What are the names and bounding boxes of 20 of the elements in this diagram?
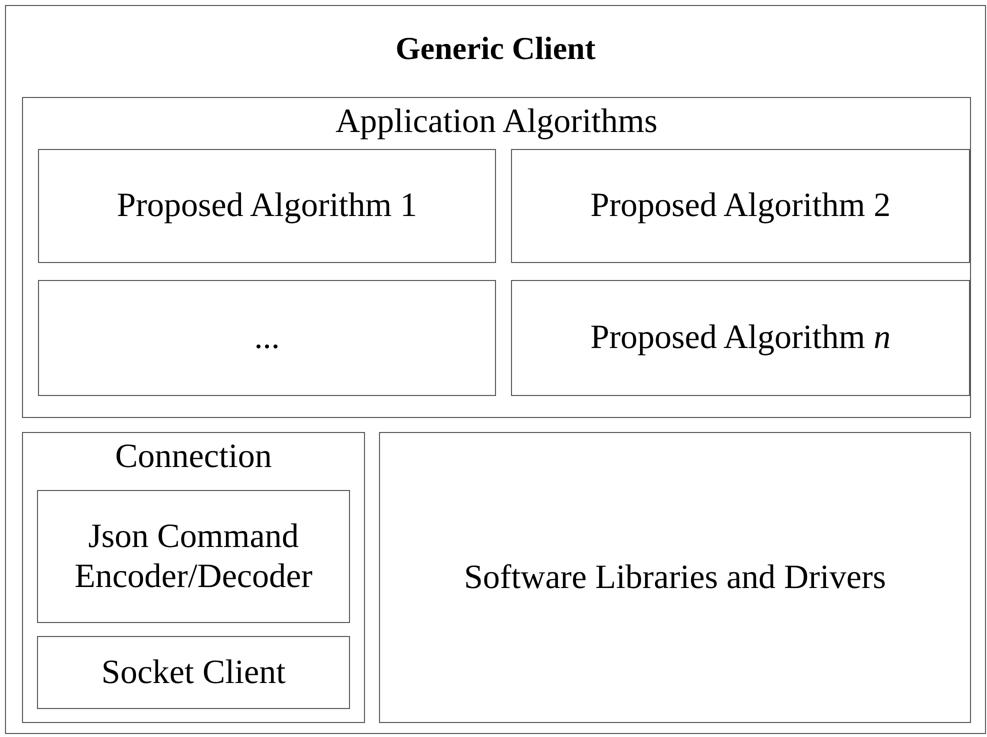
box-label: Proposed Algorithm 2 [590, 186, 891, 226]
component-box [37, 490, 350, 623]
component-box [37, 636, 350, 709]
box-label: Socket Client [101, 652, 286, 692]
component-box [511, 280, 970, 396]
panel-title: Application Algorithms [335, 102, 658, 142]
group-panel [5, 5, 986, 734]
box-label: ... [254, 318, 280, 358]
panel-title: Connection [115, 437, 272, 477]
component-box [511, 149, 970, 263]
component-box [38, 280, 496, 396]
component-box [38, 149, 496, 263]
box-label: Proposed Algorithm 1 [116, 186, 418, 226]
panel-title: Generic Client [396, 29, 596, 68]
group-panel [22, 97, 971, 418]
component-box [379, 432, 971, 723]
group-panel [22, 432, 365, 723]
box-label: Software Libraries and Drivers [464, 558, 886, 598]
box-label: Json Command Encoder/Decoder [74, 516, 314, 596]
box-label: Proposed Algorithm n [590, 318, 891, 358]
